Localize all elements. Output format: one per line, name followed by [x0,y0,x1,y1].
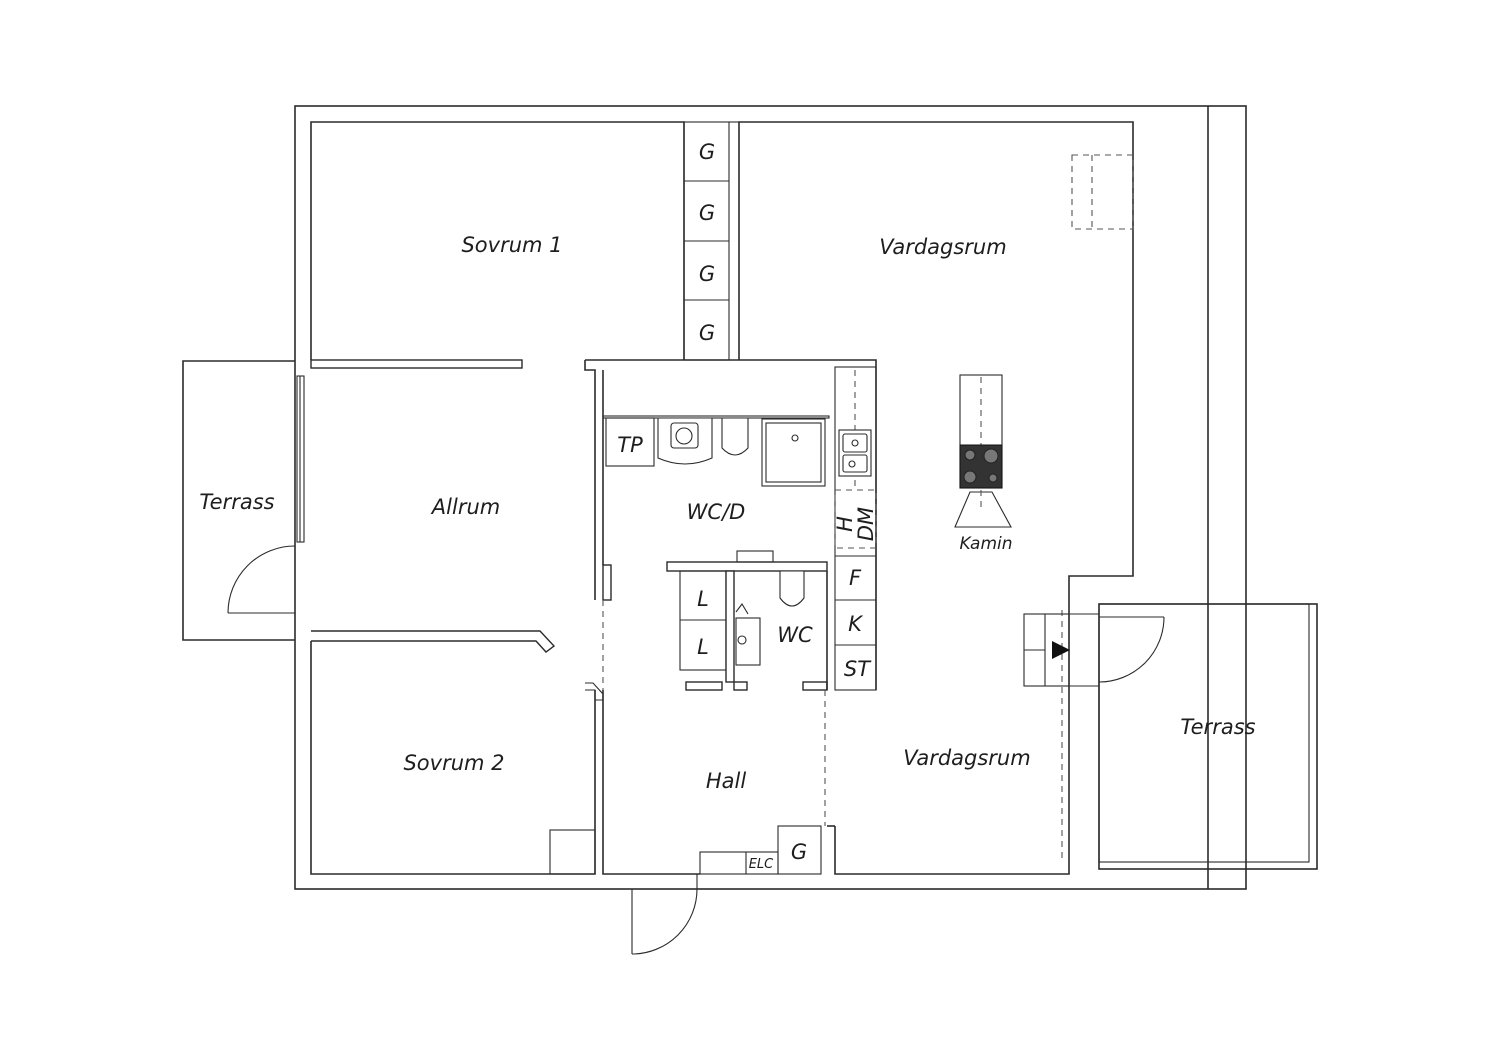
toilet-icon [721,417,749,456]
room-label-hall: Hall [706,769,746,793]
entry-arrow-icon [1052,641,1070,659]
fixture-label-tp: TP [617,433,643,457]
terrace-left [182,360,305,641]
kitchen-fixtures [838,429,872,477]
wc-fixtures [735,570,805,666]
room-label-sovrum1: Sovrum 1 [461,233,562,257]
room-label-sovrum2: Sovrum 2 [403,751,504,775]
room-label-terrass-right: Terrass [1180,715,1255,739]
closet-label-g2: G [699,201,715,225]
room-label-wc: WC [777,623,813,647]
fixture-label-l2: L [697,635,709,659]
fixture-label-k: K [848,612,864,636]
fixture-label-dm: DM [854,507,878,541]
closet-label-g1: G [699,140,715,164]
balcony-door [1023,613,1099,687]
terrace-right [1061,603,1318,870]
fixture-label-kamin: Kamin [959,534,1012,554]
fireplace-icon [954,491,1012,528]
fixture-label-elc: ELC [749,857,774,872]
shower-icon [765,422,822,483]
fixture-label-st: ST [844,657,872,681]
fixture-label-l1: L [697,587,709,611]
wc-sink-icon [735,617,761,666]
kitchen-island [954,374,1012,528]
closet-label-g4: G [699,321,715,345]
entrance-door [631,874,698,955]
closet-label-g3: G [699,262,715,286]
room-label-vardagsrum-bottom: Vardagsrum [903,746,1030,770]
room-label-wcd: WC/D [687,500,746,524]
fixture-label-f: F [849,566,862,590]
wcd-fixtures [602,415,830,487]
room-label-allrum: Allrum [430,495,500,519]
closet-label-g-hall: G [791,840,807,864]
fixture-label-h: H [833,516,857,532]
room-label-terrass-left: Terrass [199,490,274,514]
room-label-vardagsrum-top: Vardagsrum [879,235,1006,259]
wc-toilet-icon [779,570,805,607]
